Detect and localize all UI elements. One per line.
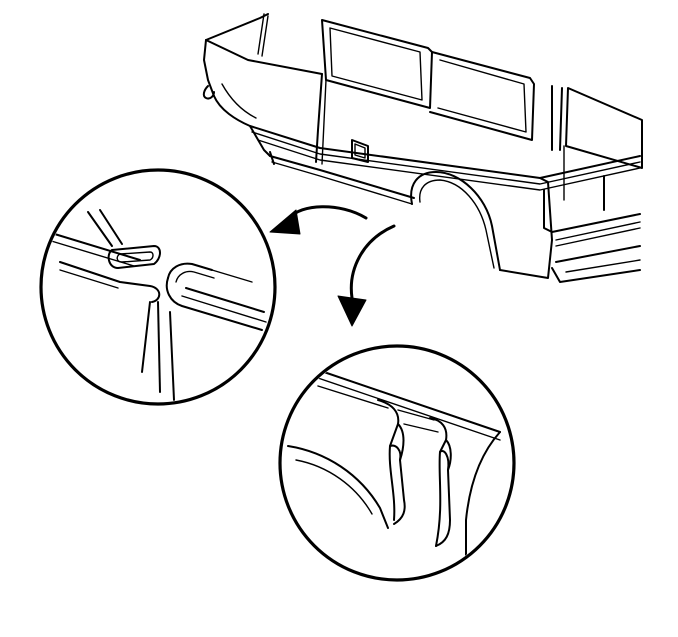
callout-arrows [269, 205, 396, 327]
arrow-right-head [337, 295, 367, 327]
arrow-left-curve [288, 205, 368, 220]
van-body [202, 13, 643, 283]
detail-right-circle [278, 344, 516, 582]
arrow-left-head [269, 209, 301, 235]
detail-left-circle [39, 168, 277, 406]
arrow-right-curve [349, 224, 396, 300]
